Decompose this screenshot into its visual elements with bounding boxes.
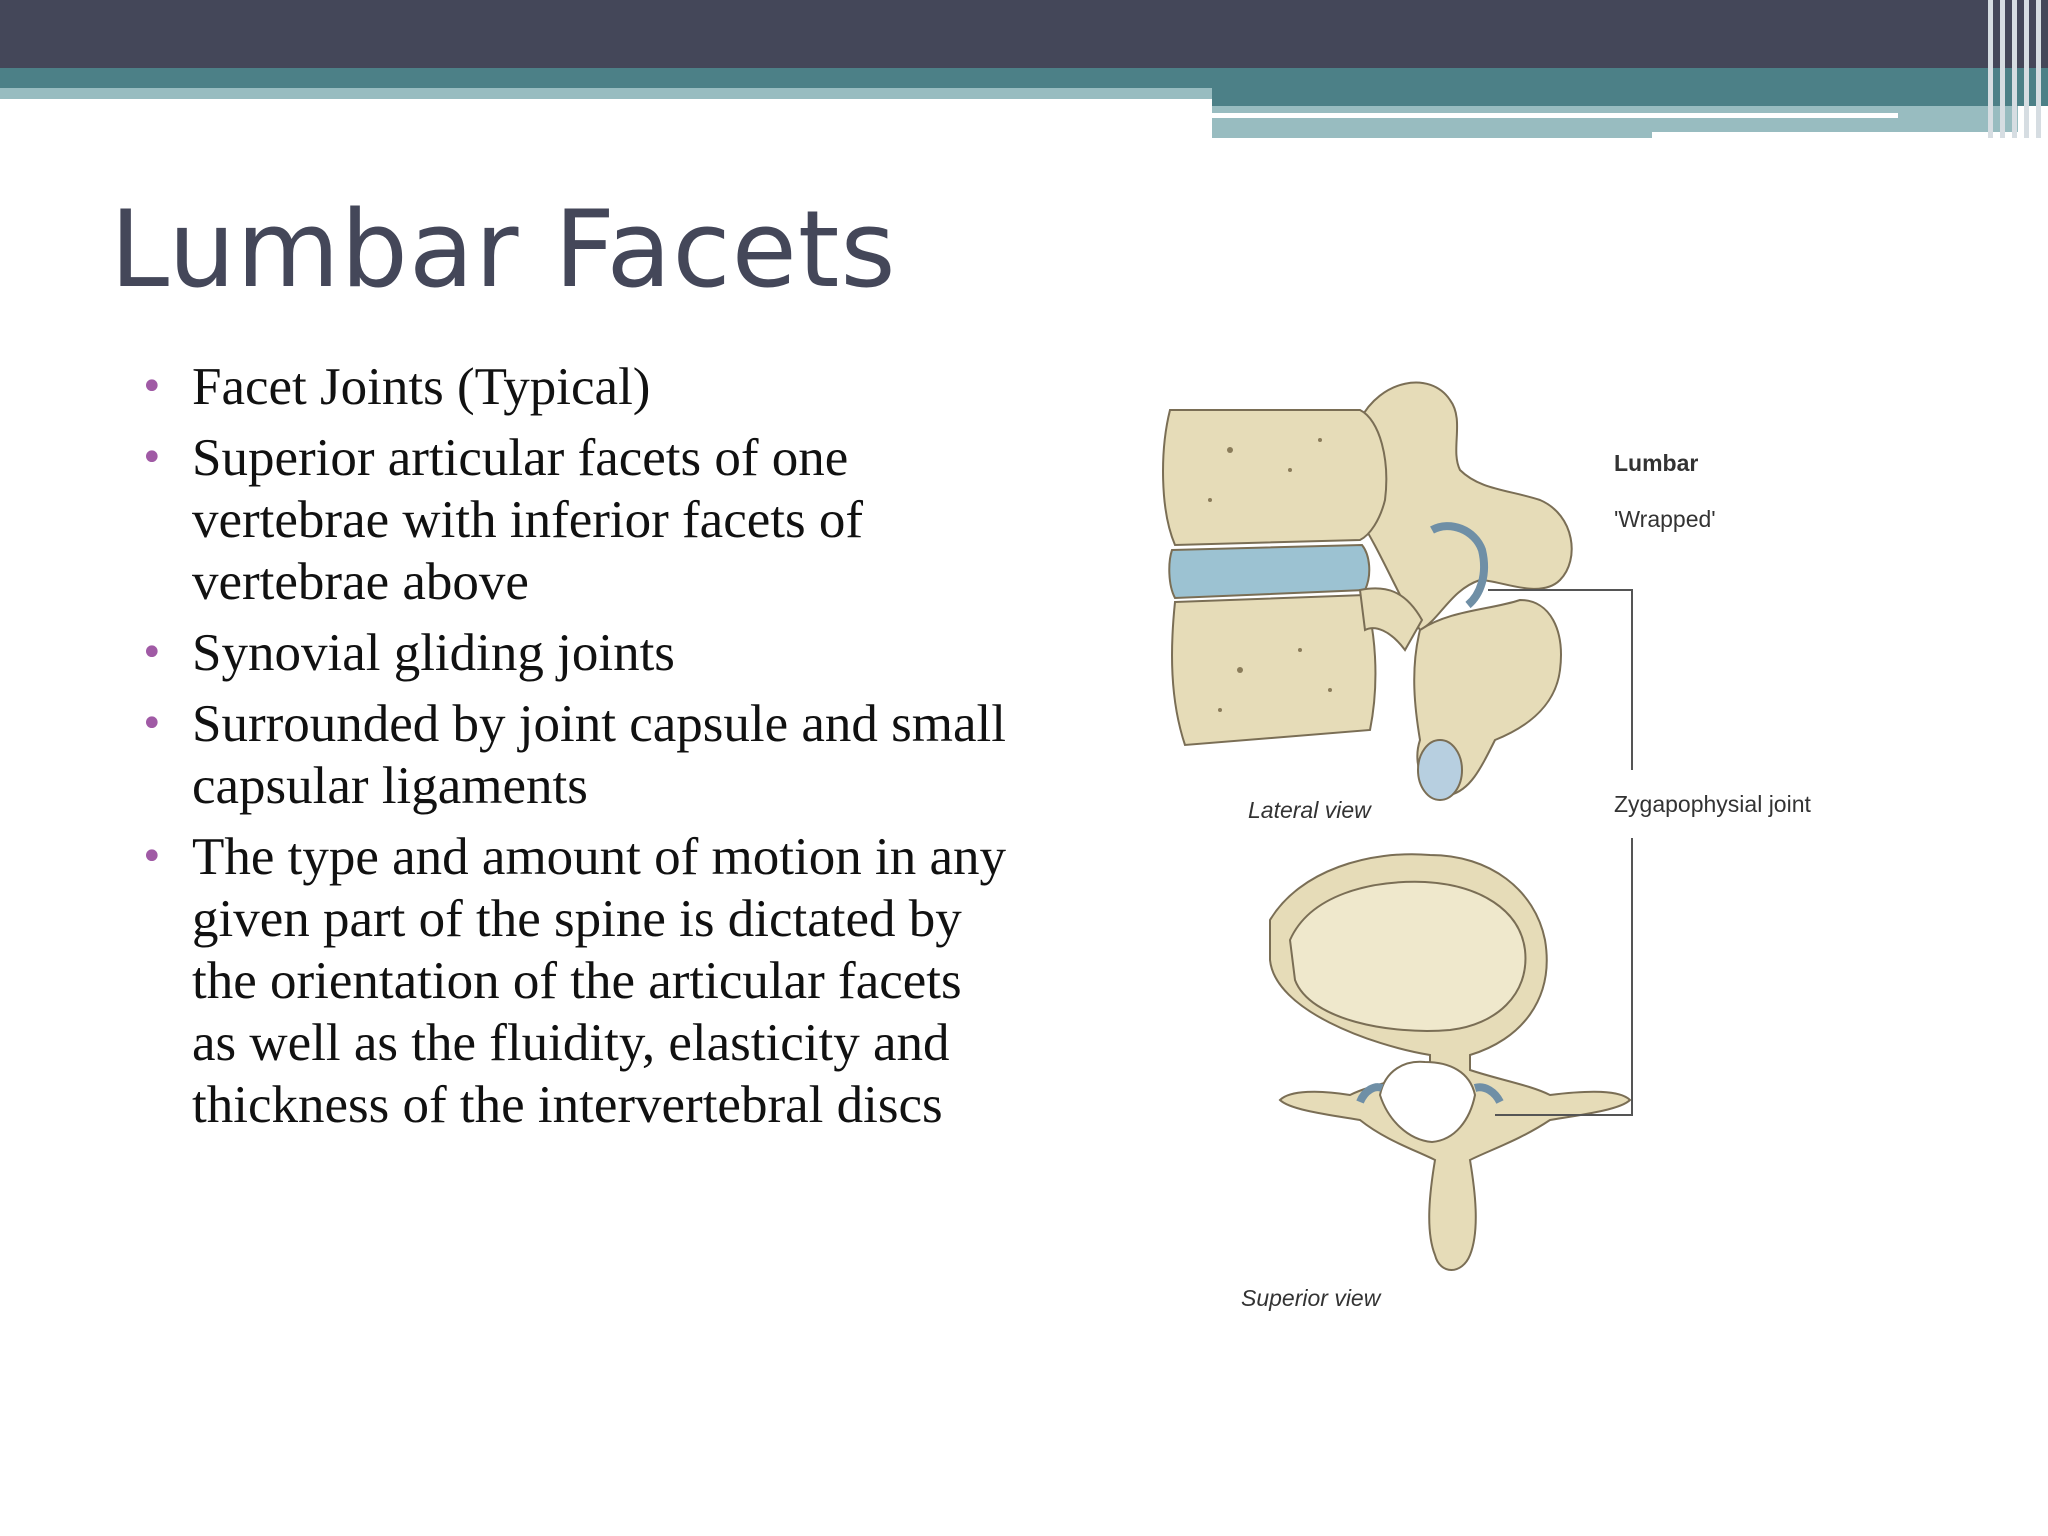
label-lateral-view: Lateral view [1248, 797, 1371, 823]
bullet-dot-icon: • [140, 701, 164, 747]
bullet-item: • Superior articular facets of one verteb… [132, 427, 1012, 613]
header-band-teal-light [0, 88, 1212, 99]
header-band-right-teal [1212, 68, 2048, 106]
vertebra-illustration [1162, 381, 1633, 1271]
label-zygapophysial-joint: Zygapophysial joint [1614, 791, 1811, 817]
bullet-dot-icon: • [140, 630, 164, 676]
bullet-item: • The type and amount of motion in any gi… [132, 826, 1012, 1136]
superior-view-drawing [1269, 853, 1632, 1271]
bullet-item: • Facet Joints (Typical) [132, 356, 1012, 418]
bullet-text: Surrounded by joint capsule and small ca… [192, 695, 1006, 815]
header-band-right-white [1212, 113, 1898, 118]
bullet-text: The type and amount of motion in any giv… [192, 828, 1006, 1134]
header-band-right-white-2 [1652, 132, 2022, 138]
bullet-text: Superior articular facets of one vertebr… [192, 429, 863, 611]
label-leader-lines [1488, 589, 1633, 1116]
bullet-item: • Synovial gliding joints [132, 622, 1012, 684]
bullet-list: • Facet Joints (Typical) • Superior articu… [132, 356, 1012, 1145]
bullet-dot-icon: • [140, 435, 164, 481]
bullet-text: Facet Joints (Typical) [192, 358, 651, 416]
label-superior-view: Superior view [1241, 1285, 1381, 1311]
vertebra-figure: Lumbar 'Wrapped' Lateral view Zygapophys… [1150, 350, 1850, 1330]
lateral-view-drawing [1162, 381, 1573, 801]
header-band-dark [0, 0, 2048, 68]
label-lumbar: Lumbar [1614, 450, 1699, 476]
slide-title: Lumbar Facets [110, 188, 897, 311]
bullet-dot-icon: • [140, 834, 164, 880]
bullet-text: Synovial gliding joints [192, 624, 675, 682]
header-stripes [1982, 0, 2048, 138]
bullet-dot-icon: • [140, 364, 164, 410]
bullet-item: • Surrounded by joint capsule and small c… [132, 693, 1012, 817]
header-band-teal [0, 68, 1212, 88]
label-wrapped: 'Wrapped' [1614, 506, 1716, 532]
